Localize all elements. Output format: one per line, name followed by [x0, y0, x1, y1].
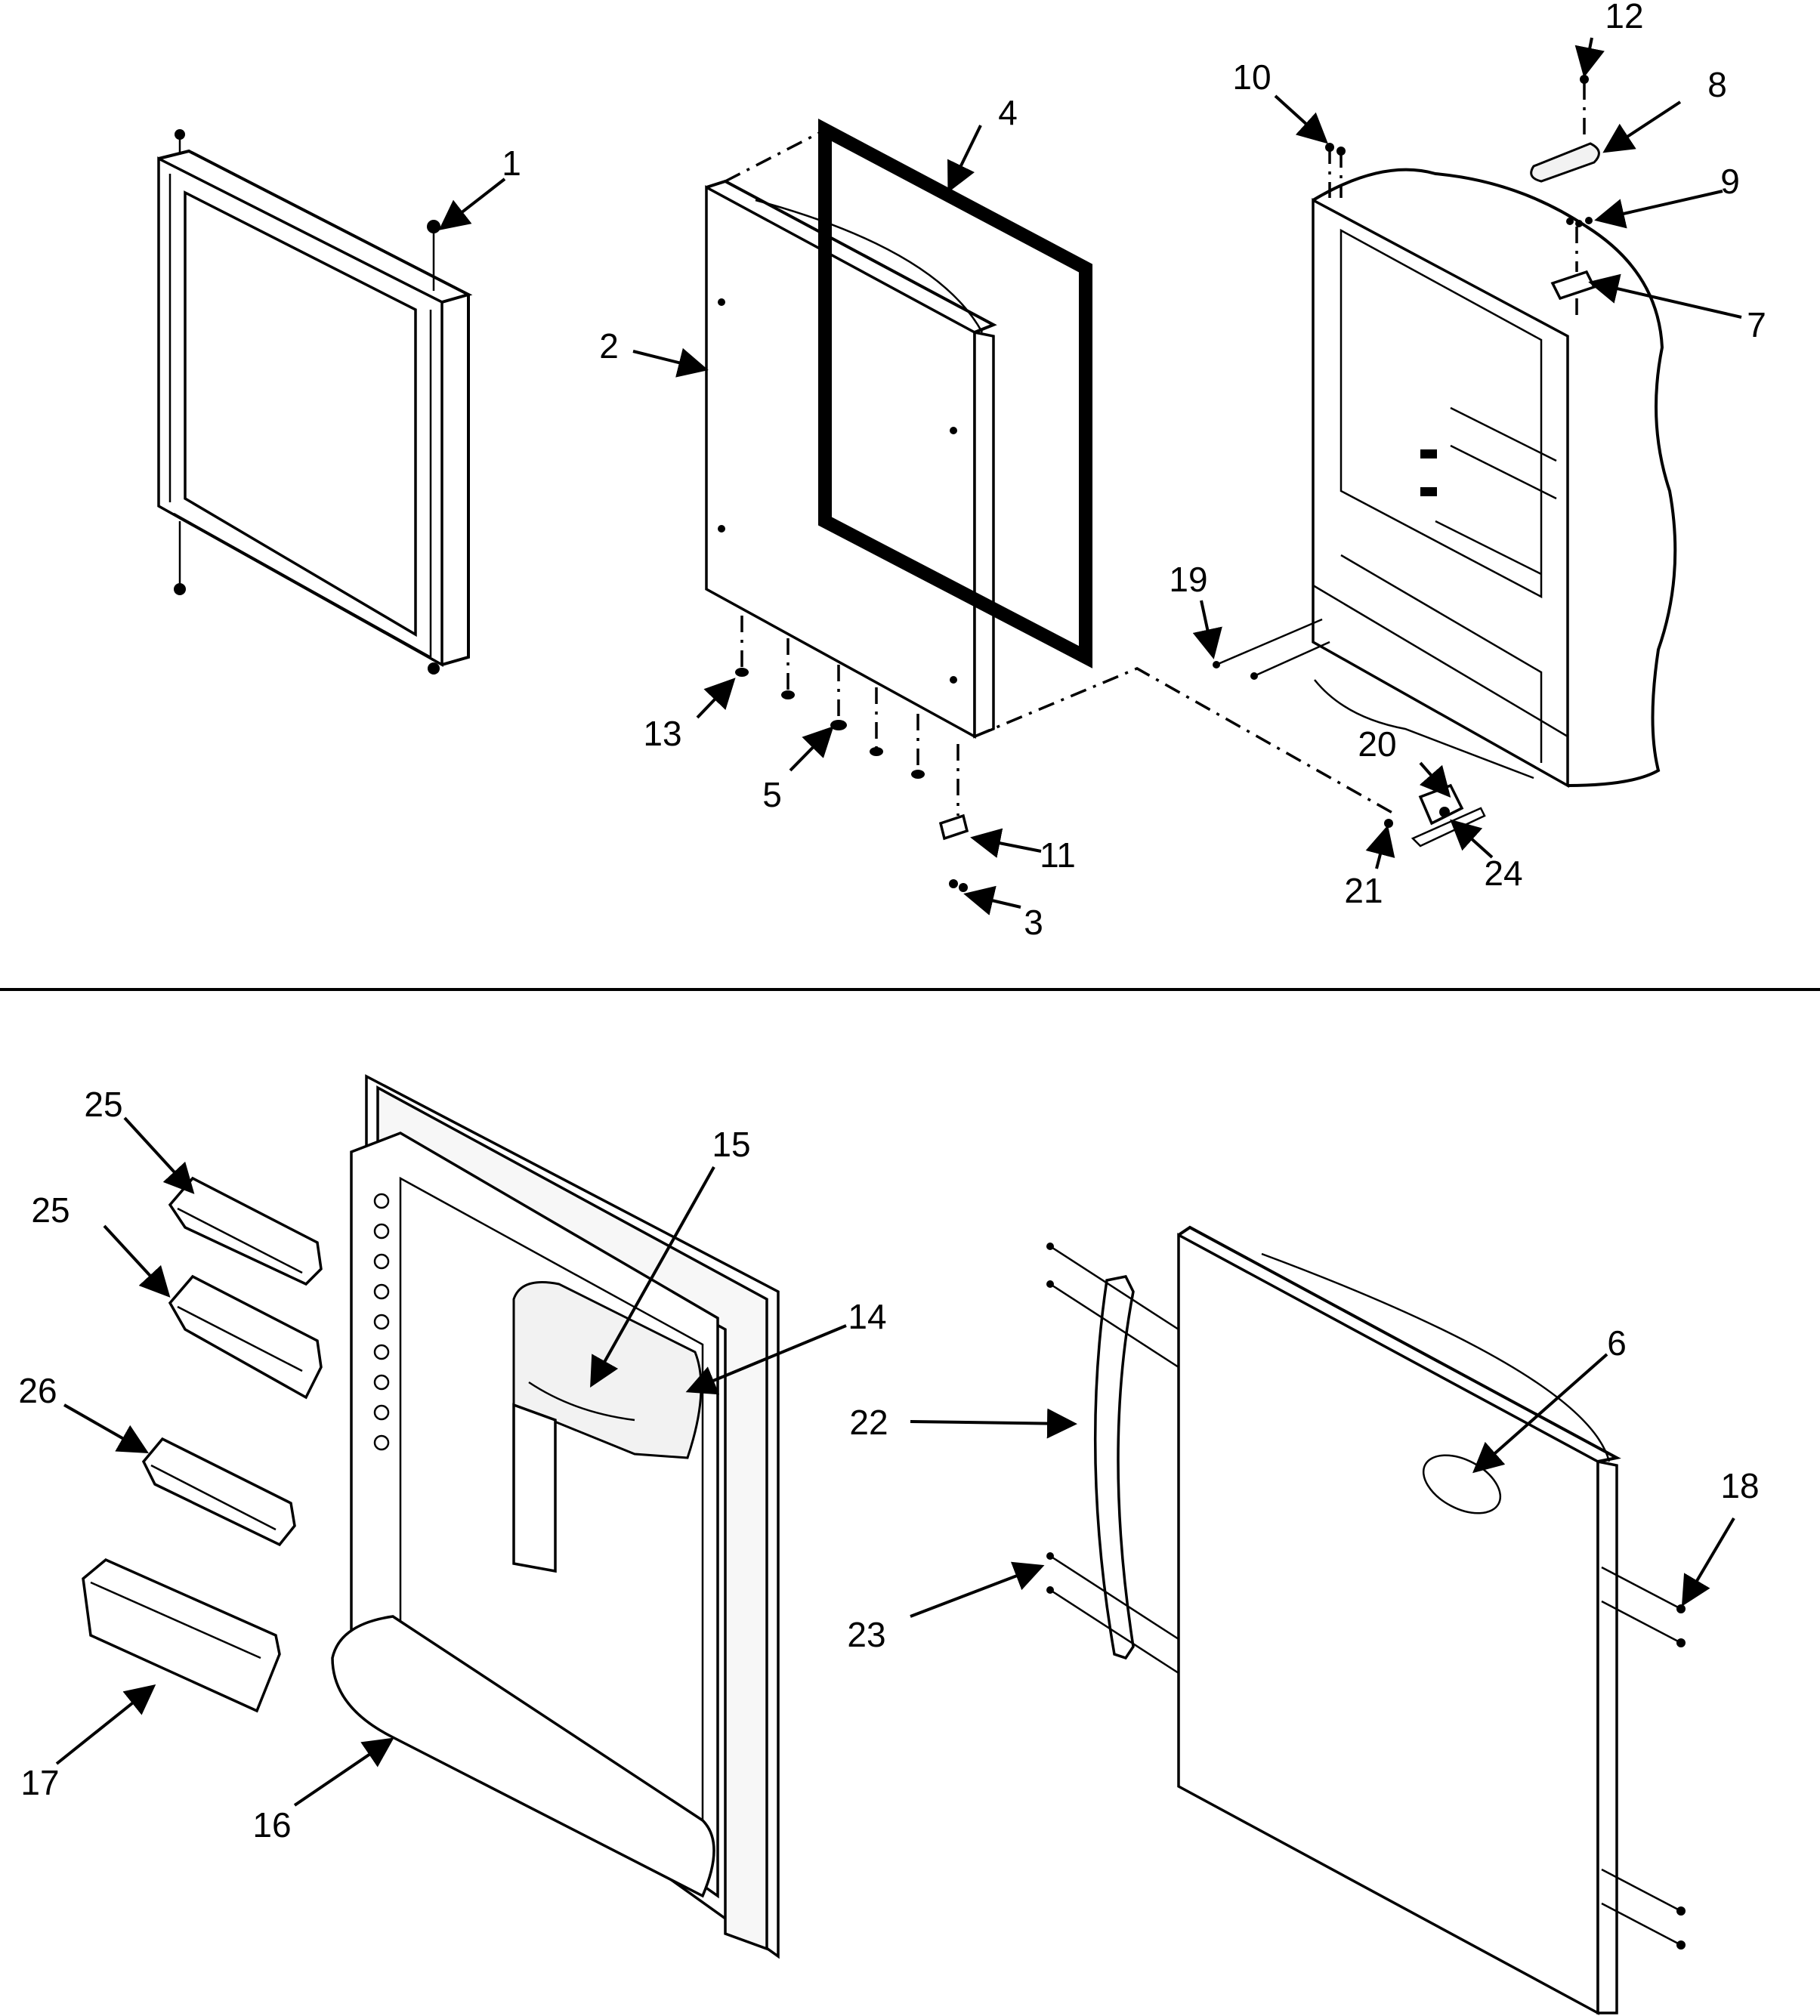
top-hinge-assembly — [1530, 75, 1600, 317]
callout-22: 22 — [849, 1403, 888, 1442]
fresh-food-door-outer — [1177, 1225, 1621, 2015]
side-screws — [1601, 1566, 1686, 1950]
refrigerator-cabinet — [1312, 143, 1677, 788]
callout-21: 21 — [1344, 871, 1383, 910]
callout-15: 15 — [712, 1125, 750, 1164]
callout-5: 5 — [762, 775, 782, 814]
callout-6: 6 — [1607, 1323, 1627, 1363]
callout-24: 24 — [1484, 854, 1522, 893]
bottom-leaders — [55, 1116, 1735, 1807]
door-liner-frame — [157, 129, 473, 675]
door-bin-second — [168, 1274, 323, 1400]
callout-26: 26 — [18, 1371, 57, 1410]
fresh-food-door-inner — [331, 1074, 780, 1959]
callout-2: 2 — [599, 326, 619, 366]
callout-1: 1 — [502, 144, 521, 183]
callout-25-second: 25 — [31, 1190, 70, 1230]
door-bin-third — [141, 1437, 296, 1547]
door-handle — [1046, 1243, 1179, 1675]
callout-17: 17 — [20, 1763, 59, 1802]
callout-23: 23 — [847, 1615, 885, 1654]
top-leaders — [438, 37, 1742, 915]
callout-7: 7 — [1747, 305, 1766, 344]
cabinet-bottom-hinge — [1411, 783, 1486, 847]
door-bin-top — [168, 1176, 323, 1286]
callout-18: 18 — [1720, 1466, 1759, 1505]
callout-14: 14 — [848, 1297, 886, 1336]
door-bin-large — [82, 1558, 281, 1713]
callout-16: 16 — [252, 1805, 291, 1845]
callout-19: 19 — [1169, 560, 1207, 599]
callout-10: 10 — [1232, 57, 1271, 97]
callout-9: 9 — [1720, 162, 1740, 201]
callout-4: 4 — [998, 93, 1018, 132]
callout-8: 8 — [1707, 65, 1727, 104]
callout-25-top: 25 — [84, 1085, 122, 1124]
lower-hinge — [938, 744, 969, 892]
callout-13: 13 — [643, 714, 681, 753]
callout-11: 11 — [1040, 835, 1076, 875]
door-bumpers — [735, 616, 925, 779]
door-panel — [705, 179, 997, 739]
callout-12: 12 — [1605, 0, 1643, 36]
callout-labels: 1 2 4 3 5 11 13 10 12 8 9 7 19 20 21 24 … — [18, 0, 1766, 1845]
cabinet-base-screws — [1213, 618, 1393, 828]
callout-20: 20 — [1358, 724, 1396, 764]
door-gasket — [818, 119, 1092, 668]
callout-3: 3 — [1024, 903, 1043, 942]
shelf-dimples-left — [373, 1193, 390, 1451]
